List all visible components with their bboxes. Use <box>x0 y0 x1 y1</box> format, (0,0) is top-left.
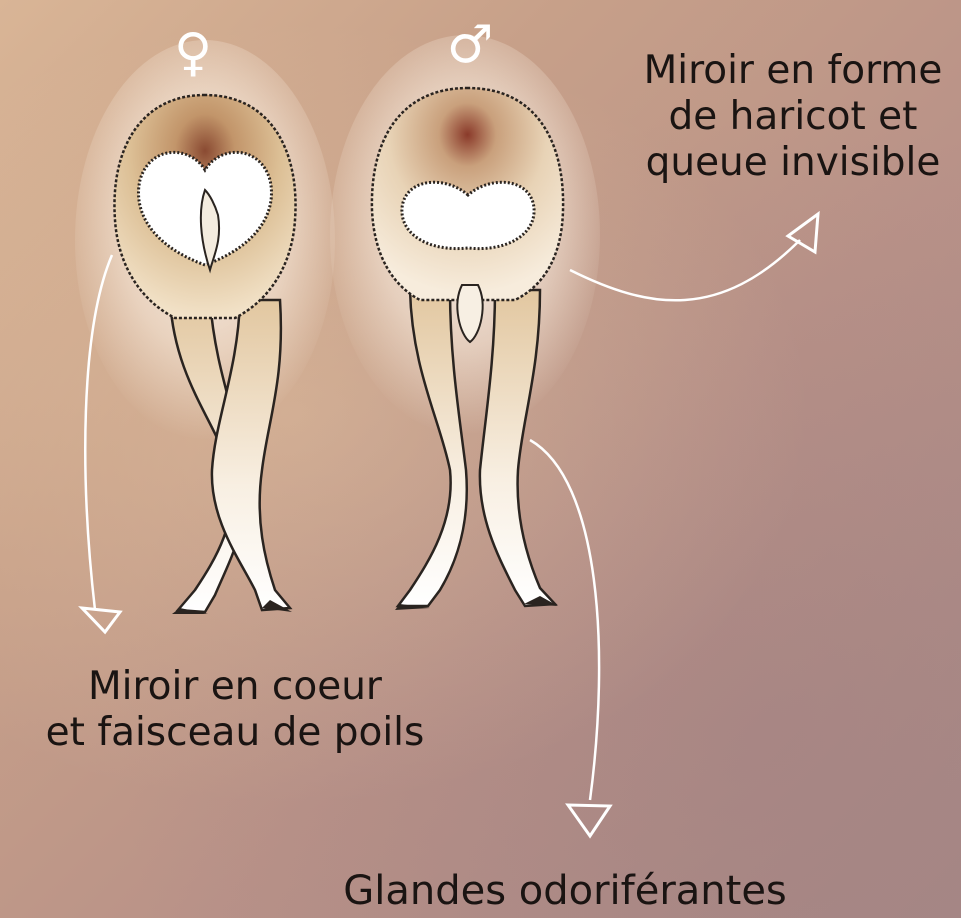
glands-arrowhead <box>568 805 610 836</box>
male-mirror-arrow <box>570 240 800 300</box>
male-deer <box>330 35 600 610</box>
male-label-line-3: queue invisible <box>628 140 958 186</box>
glands-label: Glandes odoriférantes <box>300 868 830 914</box>
male-label-line-2: de haricot et <box>628 94 958 140</box>
glands-arrow <box>530 440 599 800</box>
female-label-line-2: et faisceau de poils <box>10 710 460 756</box>
female-arrowhead <box>82 608 120 632</box>
male-mirror-label: Miroir en forme de haricot et queue invi… <box>628 48 958 186</box>
male-symbol: ♂ <box>447 15 494 75</box>
male-label-line-1: Miroir en forme <box>628 48 958 94</box>
female-deer <box>75 40 335 614</box>
female-symbol: ♀ <box>174 23 212 83</box>
female-label-line-1: Miroir en coeur <box>10 664 460 710</box>
female-mirror-label: Miroir en coeur et faisceau de poils <box>10 664 460 756</box>
